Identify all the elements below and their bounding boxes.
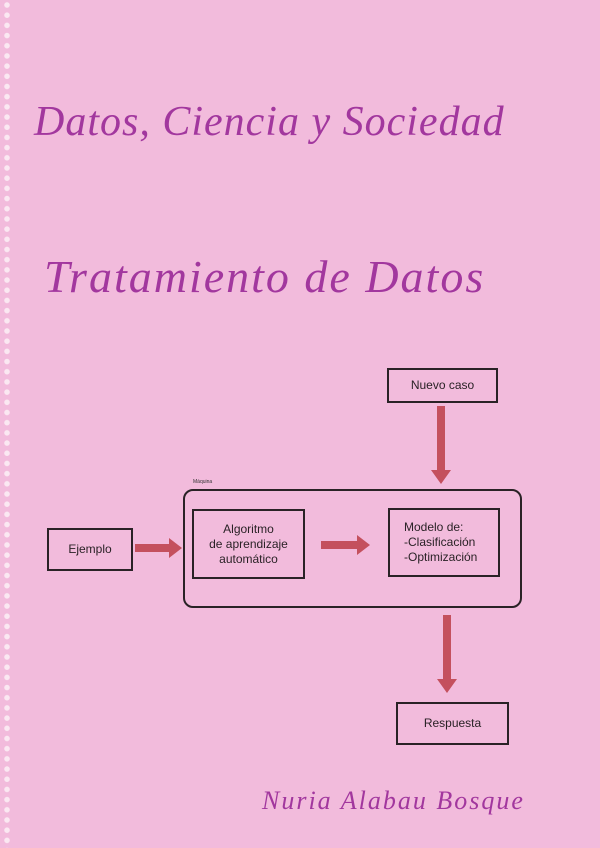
algorithm-line: automático	[219, 551, 278, 566]
algorithm-box: Algoritmo de aprendizaje automático	[192, 509, 305, 579]
arrow-down-icon	[437, 615, 457, 693]
model-line: Modelo de:	[404, 520, 464, 534]
model-box: Modelo de: -Clasificación -Optimización	[388, 508, 500, 577]
spiral-binding	[2, 0, 12, 848]
algorithm-line: de aprendizaje	[209, 536, 288, 551]
response-box: Respuesta	[396, 702, 509, 745]
model-line: -Optimización	[404, 550, 478, 564]
arrow-down-icon	[431, 406, 451, 484]
model-line: -Clasificación	[404, 535, 476, 549]
example-box: Ejemplo	[47, 528, 133, 571]
machine-label: Máquina	[193, 479, 213, 485]
page-subtitle: Tratamiento de Datos	[44, 251, 486, 302]
algorithm-line: Algoritmo	[223, 521, 274, 536]
arrow-right-icon	[321, 535, 370, 555]
new-case-box: Nuevo caso	[387, 368, 498, 403]
page-title: Datos, Ciencia y Sociedad	[34, 99, 505, 145]
author-name: Nuria Alabau Bosque	[262, 786, 525, 815]
machine-container	[183, 489, 522, 608]
arrow-right-icon	[135, 538, 182, 558]
